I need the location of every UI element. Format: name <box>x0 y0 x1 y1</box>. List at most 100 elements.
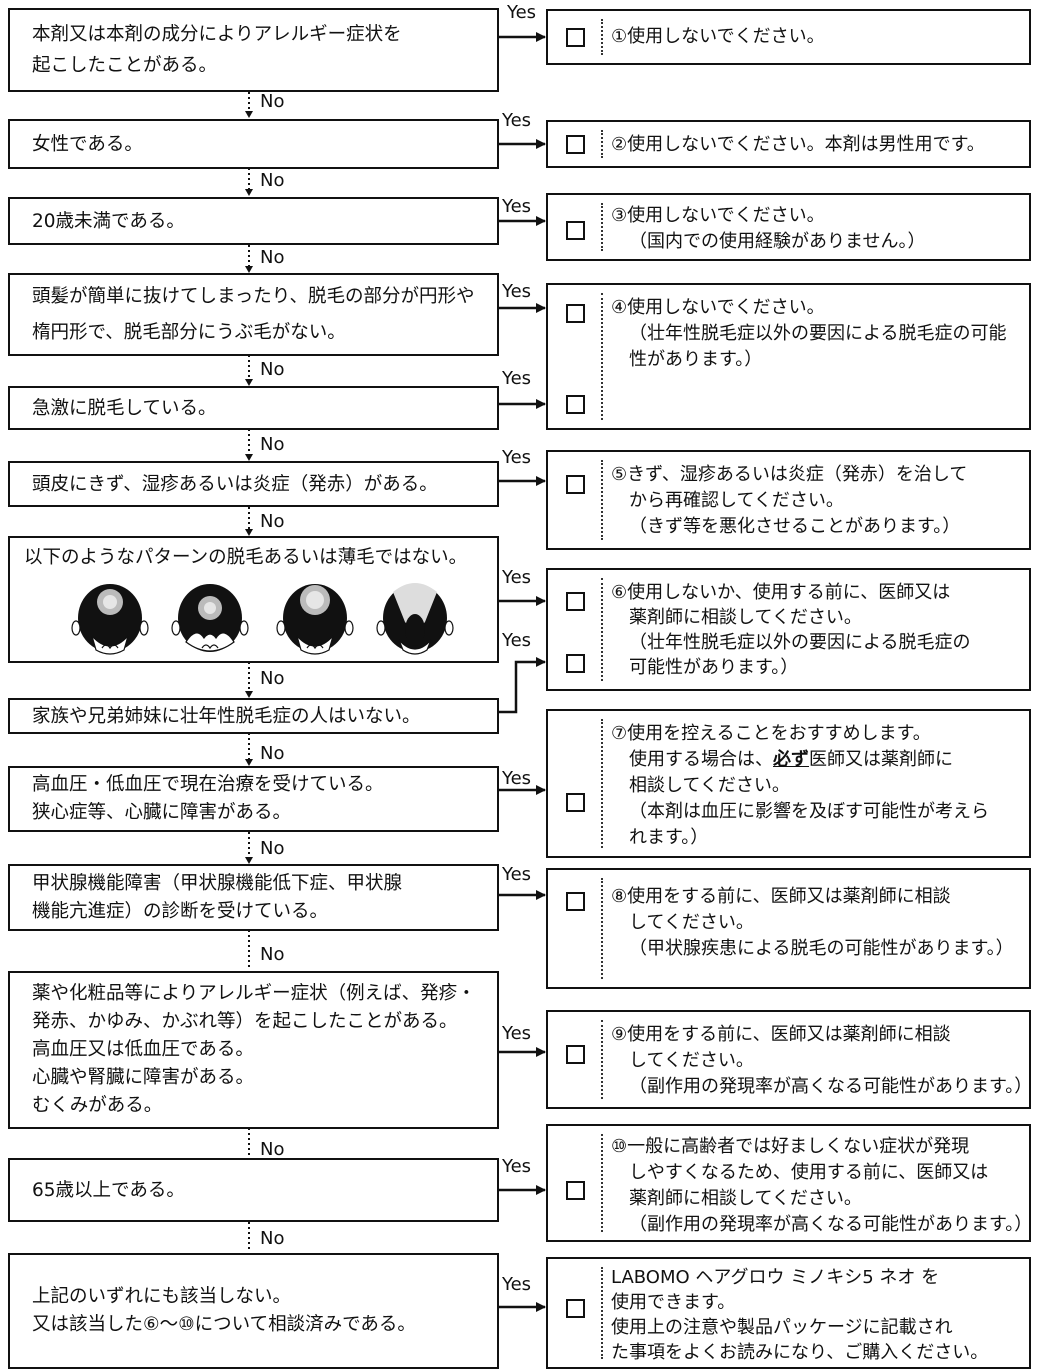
result-line: ⑨使用をする前に、医師又は薬剤師に相談 <box>611 1024 951 1045</box>
question-line: 20歳未満である。 <box>32 210 185 232</box>
question-box-thyroid: 甲状腺機能障害（甲状腺機能低下症、甲状腺 機能亢進症）の診断を受けている。 <box>8 864 499 931</box>
checkbox[interactable] <box>566 654 585 673</box>
result-line: （甲状腺疾患による脱毛の可能性があります。） <box>629 938 1014 959</box>
yes-label: Yes <box>502 1156 532 1177</box>
checkbox[interactable] <box>566 1045 585 1064</box>
result-line: た事項をよくお読みになり、ご購入ください。 <box>611 1342 989 1363</box>
question-line: 女性である。 <box>32 133 143 155</box>
result-line: 薬剤師に相談してください。 <box>629 1188 862 1209</box>
question-box-family-history: 家族や兄弟姉妹に壮年性脱毛症の人はいない。 <box>8 698 499 734</box>
result-box-2: ②使用しないでください。本剤は男性用です。 <box>546 120 1031 168</box>
checkbox[interactable] <box>566 892 585 911</box>
question-line: 本剤又は本剤の成分によりアレルギー症状を <box>32 24 402 45</box>
question-line: 楕円形で、脱毛部分にうぶ毛がない。 <box>32 321 346 343</box>
result-box-1: ①使用しないでください。 <box>546 9 1031 65</box>
no-label: No <box>260 1139 285 1160</box>
question-line: 65歳以上である。 <box>32 1179 185 1201</box>
yes-label: Yes <box>502 630 532 651</box>
checkbox[interactable] <box>566 395 585 414</box>
result-line: （副作用の発現率が高くなる可能性があります。） <box>629 1076 1033 1097</box>
yes-label: Yes <box>502 864 532 885</box>
result-line: ⑤きず、湿疹あるいは炎症（発赤）を治して <box>611 464 968 485</box>
question-line: 以下のようなパターンの脱毛あるいは薄毛ではない。 <box>24 547 468 568</box>
question-line: 機能亢進症）の診断を受けている。 <box>32 900 329 922</box>
yes-label: Yes <box>507 2 537 23</box>
result-line: ⑧使用をする前に、医師又は薬剤師に相談 <box>611 886 951 907</box>
question-box-allergy-history: 薬や化粧品等によりアレルギー症状（例えば、発疹・ 発赤、かゆみ、かぶれ等）を起こ… <box>8 971 499 1129</box>
result-box-3: ③使用しないでください。 （国内での使用経験がありません。） <box>546 193 1031 261</box>
checkbox[interactable] <box>566 592 585 611</box>
yes-label: Yes <box>502 281 532 302</box>
checkbox[interactable] <box>566 793 585 812</box>
result-box-8: ⑧使用をする前に、医師又は薬剤師に相談 してください。 （甲状腺疾患による脱毛の… <box>546 868 1031 989</box>
question-box-circular-hair-loss: 頭髪が簡単に抜けてしまったり、脱毛の部分が円形や 楕円形で、脱毛部分にうぶ毛がな… <box>8 273 499 356</box>
result-box-7: ⑦使用を控えることをおすすめします。 使用する場合は、必ず医師又は薬剤師に 相談… <box>546 709 1031 858</box>
checkbox[interactable] <box>566 475 585 494</box>
question-box-hair-loss-pattern: 以下のようなパターンの脱毛あるいは薄毛ではない。 <box>8 536 499 663</box>
result-line: （副作用の発現率が高くなる可能性があります。） <box>629 1214 1033 1235</box>
yes-label: Yes <box>502 567 532 588</box>
result-line: （壮年性脱毛症以外の要因による脱毛症の <box>629 632 971 653</box>
question-line: むくみがある。 <box>32 1095 163 1116</box>
pattern-m-shape-icon <box>171 584 249 652</box>
checkbox[interactable] <box>566 304 585 323</box>
checkbox[interactable] <box>566 1181 585 1200</box>
no-label: No <box>260 668 285 689</box>
question-line: 薬や化粧品等によりアレルギー症状（例えば、発疹・ <box>32 983 476 1004</box>
question-line: 心臓や腎臓に障害がある。 <box>32 1067 255 1088</box>
no-label: No <box>260 247 285 268</box>
question-box-under-20: 20歳未満である。 <box>8 197 499 245</box>
no-label: No <box>260 359 285 380</box>
result-line: （壮年性脱毛症以外の要因による脱毛症の可能 <box>629 323 1007 344</box>
question-line: 甲状腺機能障害（甲状腺機能低下症、甲状腺 <box>32 872 403 894</box>
yes-label: Yes <box>502 110 532 131</box>
result-line: ③使用しないでください。 <box>611 205 825 226</box>
result-line: ①使用しないでください。 <box>611 26 825 47</box>
result-line: （きず等を悪化させることがあります。） <box>629 516 961 537</box>
no-label: No <box>260 91 285 112</box>
result-box-10: ⑩一般に高齢者では好ましくない症状が発現 しやすくなるため、使用する前に、医師又… <box>546 1124 1033 1242</box>
hair-pattern-illustrations <box>71 583 454 655</box>
question-line: 頭皮にきず、湿疹あるいは炎症（発赤）がある。 <box>32 473 438 495</box>
checkbox[interactable] <box>566 221 585 240</box>
yes-label: Yes <box>502 768 532 789</box>
question-box-blood-pressure: 高血圧・低血圧で現在治療を受けている。 狭心症等、心臓に障害がある。 <box>8 766 499 832</box>
result-box-can-use: LABOMO ヘアグロウ ミノキシ5 ネオ を 使用できます。 使用上の注意や製… <box>546 1257 1031 1369</box>
no-label: No <box>260 743 285 764</box>
yes-label: Yes <box>502 1274 532 1295</box>
result-line: ⑦使用を控えることをおすすめします。 <box>611 723 931 744</box>
result-box-9: ⑨使用をする前に、医師又は薬剤師に相談 してください。 （副作用の発現率が高くな… <box>546 1010 1033 1109</box>
pattern-crown-icon <box>71 584 149 655</box>
result-line: してください。 <box>629 912 754 933</box>
checkbox[interactable] <box>566 28 585 47</box>
result-line: 薬剤師に相談してください。 <box>629 607 862 628</box>
no-label: No <box>260 434 285 455</box>
question-line: 頭髪が簡単に抜けてしまったり、脱毛の部分が円形や <box>32 285 475 307</box>
question-box-sudden-hair-loss: 急激に脱毛している。 <box>8 386 499 430</box>
yes-label: Yes <box>502 447 532 468</box>
result-line: してください。 <box>629 1050 754 1071</box>
result-line: ⑥使用しないか、使用する前に、医師又は <box>611 582 951 603</box>
question-box-none-applicable: 上記のいずれにも該当しない。 又は該当した⑥～⑩について相談済みである。 <box>8 1253 499 1369</box>
result-line: （本剤は血圧に影響を及ぼす可能性が考えら <box>629 801 989 822</box>
question-line: 高血圧・低血圧で現在治療を受けている。 <box>32 774 384 795</box>
result-line: から再確認してください。 <box>629 490 844 511</box>
result-line: LABOMO ヘアグロウ ミノキシ5 ネオ を <box>611 1267 940 1288</box>
question-line: 高血圧又は低血圧である。 <box>32 1039 254 1060</box>
question-line: 家族や兄弟姉妹に壮年性脱毛症の人はいない。 <box>32 705 421 727</box>
no-label: No <box>260 511 285 532</box>
result-line: 使用できます。 <box>611 1292 736 1313</box>
emphasis-must: 必ず <box>773 749 809 770</box>
question-line: 上記のいずれにも該当しない。 <box>32 1286 292 1307</box>
result-line: ⑩一般に高齢者では好ましくない症状が発現 <box>611 1136 970 1157</box>
question-line: 発赤、かゆみ、かぶれ等）を起こしたことがある。 <box>32 1011 458 1032</box>
result-box-6: ⑥使用しないか、使用する前に、医師又は 薬剤師に相談してください。 （壮年性脱毛… <box>546 568 1031 691</box>
question-line: 狭心症等、心臓に障害がある。 <box>32 802 292 823</box>
checkbox[interactable] <box>566 135 585 154</box>
checkbox[interactable] <box>566 1299 585 1318</box>
question-line: 又は該当した⑥～⑩について相談済みである。 <box>32 1314 416 1335</box>
pattern-crown-large-icon <box>276 584 354 655</box>
pattern-u-shape-icon <box>376 583 454 655</box>
yes-label: Yes <box>502 368 532 389</box>
